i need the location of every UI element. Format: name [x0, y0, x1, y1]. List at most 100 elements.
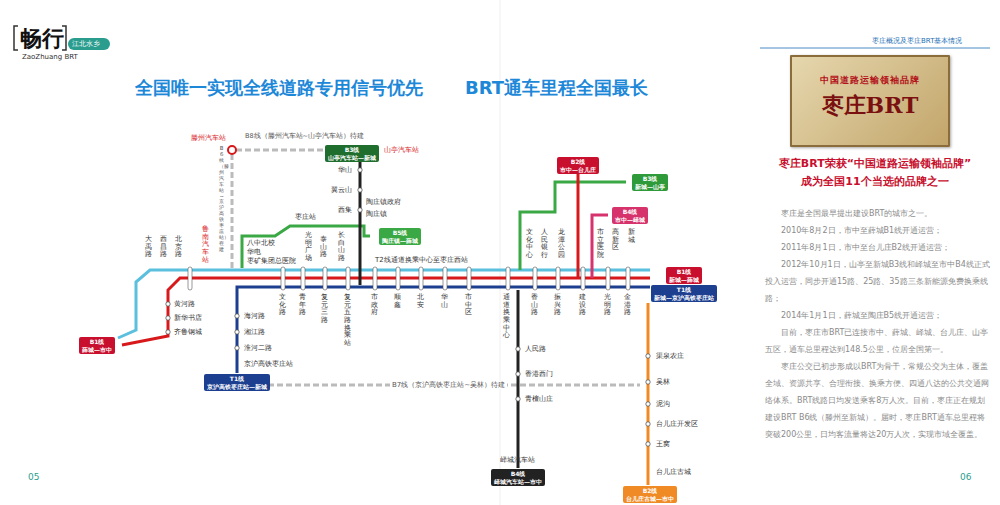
- station-name: 青年路: [299, 294, 306, 317]
- terminal-dot: [228, 146, 236, 154]
- page-number: 05: [28, 472, 39, 482]
- route-label-box: T1线京沪高铁枣庄站—新城: [204, 374, 270, 391]
- box-text: 台儿庄古城—市中: [626, 495, 674, 503]
- station-tick: [556, 267, 560, 290]
- box-heading: B1线: [82, 338, 112, 346]
- station-name: 复元五路换乘站: [344, 294, 351, 348]
- body-paragraph: 枣庄公交已初步形成以BRT为骨干，常规公交为主体，覆盖全域、资源共享、合理衔接、…: [765, 358, 990, 443]
- station-name: 京沪高铁枣庄站: [244, 360, 293, 368]
- body-paragraph: 2011年8月1日，市中至台儿庄B2线开通运营；: [765, 239, 990, 256]
- station-dot: [646, 402, 650, 406]
- award-title: 枣庄BRT荣获“中国道路运输领袖品牌”: [760, 158, 990, 171]
- station-name: 顺鑫: [394, 294, 401, 309]
- route-label-box: B3线山亭汽车站—新城: [325, 145, 379, 162]
- station-dot: [166, 330, 170, 334]
- station-name: 黄河路: [174, 300, 195, 308]
- station-name: 光明广场: [305, 232, 312, 263]
- box-text: 京沪高铁枣庄站—新城: [207, 383, 267, 391]
- station-name: 陶庄镇: [366, 210, 387, 218]
- station-name: 金港路: [624, 294, 631, 317]
- station-name: 长白山路: [338, 232, 345, 263]
- station-name: 文化路: [279, 294, 286, 317]
- station-name: 人民银行: [541, 229, 548, 260]
- station-name: 淮河二路: [244, 344, 272, 352]
- box-text: 市中—峄城: [615, 216, 645, 224]
- box-text: 薛城—市中: [82, 346, 112, 354]
- route-line: [242, 226, 370, 268]
- station-name: 齐鲁钢城: [174, 328, 202, 336]
- station-name: 鲁南汽车站: [202, 226, 209, 264]
- station-name: 人民路: [525, 345, 546, 353]
- station-tick: [346, 267, 350, 290]
- station-name: 市中区: [465, 294, 472, 317]
- station-tick: [396, 267, 400, 290]
- box-text: 新城—京沪高铁枣庄站: [654, 294, 714, 302]
- station-name: 王窝: [656, 440, 670, 448]
- route-line: [592, 215, 608, 278]
- station-dot: [646, 442, 650, 446]
- station-dot: [166, 302, 170, 306]
- box-heading: B4线: [494, 470, 542, 478]
- station-name: 翼云山: [331, 186, 352, 194]
- station-tick: [467, 267, 471, 290]
- box-text: 峄城汽车站—市中: [494, 478, 542, 486]
- route-label-box: B4线市中—峄城: [612, 207, 648, 224]
- box-heading: B3线: [635, 175, 665, 183]
- planned-line: [231, 154, 234, 268]
- route-line: [118, 270, 650, 338]
- box-heading: B5线: [382, 229, 418, 237]
- planned-line: [236, 149, 330, 152]
- box-heading: B2线: [626, 487, 674, 495]
- box-heading: B1线: [669, 268, 699, 276]
- station-name: 青檀山庄: [525, 395, 553, 403]
- body-paragraph: 目前，枣庄市BRT已连接市中、薛城、峄城、台儿庄、山亭五区，通车总里程达到148…: [765, 324, 990, 358]
- logo-bracket: [14, 26, 18, 50]
- station-dot: [235, 330, 239, 334]
- headline: BRT通车里程全国最长: [465, 78, 648, 99]
- station-name: 文化中心: [526, 229, 533, 260]
- terminal-name: 滕州汽车站: [191, 134, 226, 142]
- page-fold: [500, 0, 501, 505]
- text-column: 枣庄是全国最早提出建设BRT的城市之一。2010年8月2日，市中至薛城B1线开通…: [765, 205, 990, 443]
- station-name: 西集: [338, 206, 352, 214]
- header-rule: [760, 48, 990, 49]
- box-text: 山亭汽车站—新城: [328, 154, 376, 162]
- route-line: [577, 174, 580, 278]
- station-tick: [581, 267, 585, 290]
- station-name: 龙潭公园: [558, 229, 565, 260]
- station-name: 台儿庄开发区: [656, 420, 698, 428]
- station-name: 华山: [441, 294, 448, 309]
- station-name: 通道换乘中心: [503, 294, 510, 340]
- route-label-box: B5线陶庄镇—薛城: [379, 228, 421, 245]
- box-heading: T1线: [654, 286, 714, 294]
- station-name: 枣庄站: [295, 213, 316, 221]
- station-tick: [419, 267, 423, 290]
- box-heading: T1线: [207, 375, 267, 383]
- box-text: 枣庄BRT: [798, 92, 942, 120]
- station-tick: [281, 267, 285, 290]
- headline: 全国唯一实现全线道路专用信号优先: [135, 78, 423, 99]
- station-name: 渠泉农庄: [656, 352, 684, 360]
- box-text: 市中—台儿庄: [560, 166, 596, 174]
- route-label-box: B4线峄城汽车站—市中: [491, 469, 545, 486]
- station-name: 市政府: [371, 294, 378, 317]
- box-text: 陶庄镇—薛城: [382, 237, 418, 245]
- station-dot: [646, 354, 650, 358]
- station-name: 香港西门: [525, 370, 553, 378]
- route-label-box: B2线市中—台儿庄: [557, 157, 599, 174]
- station-name: 光明路: [604, 294, 611, 317]
- route-label-box: B2线台儿庄古城—市中: [623, 486, 677, 503]
- route-label-box: B3线新城—山亭: [632, 174, 668, 191]
- station-name: 台儿庄古城: [656, 468, 691, 476]
- award-plaque: 中国道路运输领袖品牌枣庄BRT: [790, 55, 950, 147]
- station-dots: [166, 168, 650, 446]
- station-dot: [516, 397, 520, 401]
- route-line: [237, 287, 650, 373]
- station-name: 建设路: [579, 294, 586, 317]
- route-label-box: B1线薛城—市中: [79, 337, 115, 354]
- station-tick: [301, 267, 305, 290]
- station-name: 西昌路: [160, 236, 167, 259]
- station-name: 北安: [417, 294, 424, 309]
- station-dot: [358, 168, 362, 172]
- logo-subtitle: ZaoZhuang BRT: [22, 53, 78, 61]
